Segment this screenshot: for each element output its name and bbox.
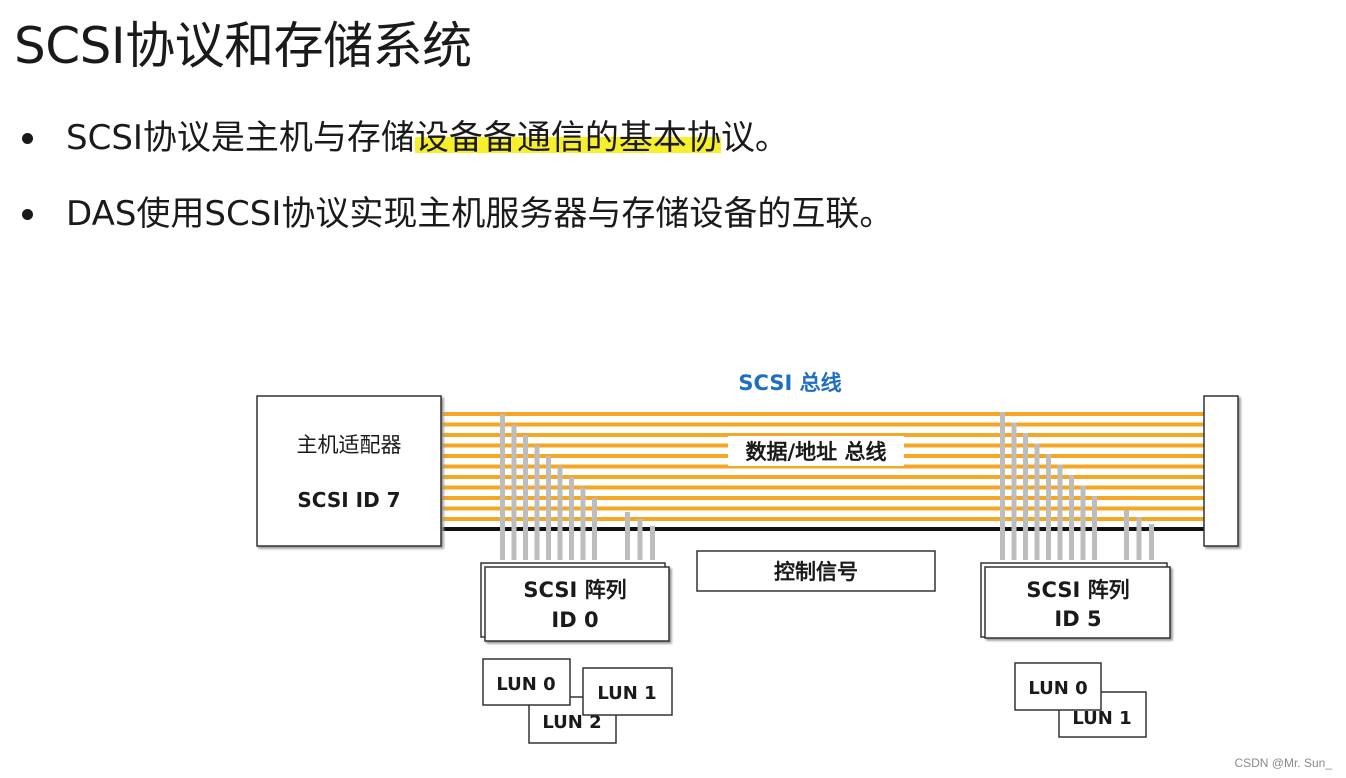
array-5-box [984,566,1171,639]
control-signal-label: 控制信号 [774,560,858,584]
connector-tick [650,526,655,560]
bus-title: SCSI 总线 [738,371,841,395]
array-0-id: ID 0 [551,608,598,632]
array-0-box [484,566,670,642]
connector-tick [592,498,597,560]
connector-tick [637,519,643,560]
bullet-item: DAS使用SCSI协议实现主机服务器与存储设备的互联。 [22,194,893,234]
connector-tick [1034,443,1040,560]
bullet-icon [22,209,33,220]
connector-tick [1023,433,1028,560]
connector-tick [1092,496,1097,560]
connector-tick [546,456,551,560]
connector-tick [1136,517,1142,560]
control-signal-box [696,550,936,592]
connector-tick [534,445,540,560]
bus-terminator [1203,395,1239,547]
array-0-name: SCSI 阵列 [523,578,626,602]
connector-tick [511,424,517,560]
bullet-text-end: 议。 [720,118,789,158]
connector-tick [569,477,574,560]
connector-tick [1124,510,1129,560]
connector-tick [557,466,563,560]
data-bus-label-bg [728,436,904,466]
lun-label: LUN 2 [542,712,601,733]
array-5-name: SCSI 阵列 [1026,578,1129,602]
lun-label: LUN 0 [1028,678,1087,699]
bus-connectors [500,412,1154,560]
host-adapter-box [256,395,442,547]
bullet-text: DAS使用SCSI协议实现主机服务器与存储设备的互联。 [66,194,894,234]
array-5-id: ID 5 [1054,607,1101,631]
lun-box [1014,662,1102,711]
connector-tick [580,487,586,560]
connector-tick [1057,464,1063,560]
highlighted-text: 设备备通信的基本协 [414,118,721,158]
lun-label: LUN 0 [496,674,555,695]
connector-tick [1000,412,1005,560]
lun-box [482,658,571,706]
lun-box [582,667,673,716]
connector-tick [625,512,630,560]
lun-label: LUN 1 [597,683,656,704]
connector-tick [1046,454,1051,560]
connector-tick [1149,524,1154,560]
page-title: SCSI协议和存储系统 [14,17,472,75]
host-adapter-id: SCSI ID 7 [297,488,400,512]
lun-label: LUN 1 [1072,708,1131,729]
connector-tick [1011,422,1017,560]
connector-tick [1069,475,1074,560]
bullet-text: SCSI协议是主机与存储 [66,118,415,158]
bullet-list: SCSI协议是主机与存储设备备通信的基本协议。 DAS使用SCSI协议实现主机服… [22,118,893,270]
host-adapter-name: 主机适配器 [297,433,402,457]
connector-tick [523,435,528,560]
bullet-icon [22,133,33,144]
data-address-bus [441,412,1205,521]
data-bus-label: 数据/地址 总线 [746,440,887,464]
watermark: CSDN @Mr. Sun_ [1234,756,1332,770]
connector-tick [1080,485,1086,560]
connector-tick [500,414,505,560]
bullet-item: SCSI协议是主机与存储设备备通信的基本协议。 [22,118,893,158]
